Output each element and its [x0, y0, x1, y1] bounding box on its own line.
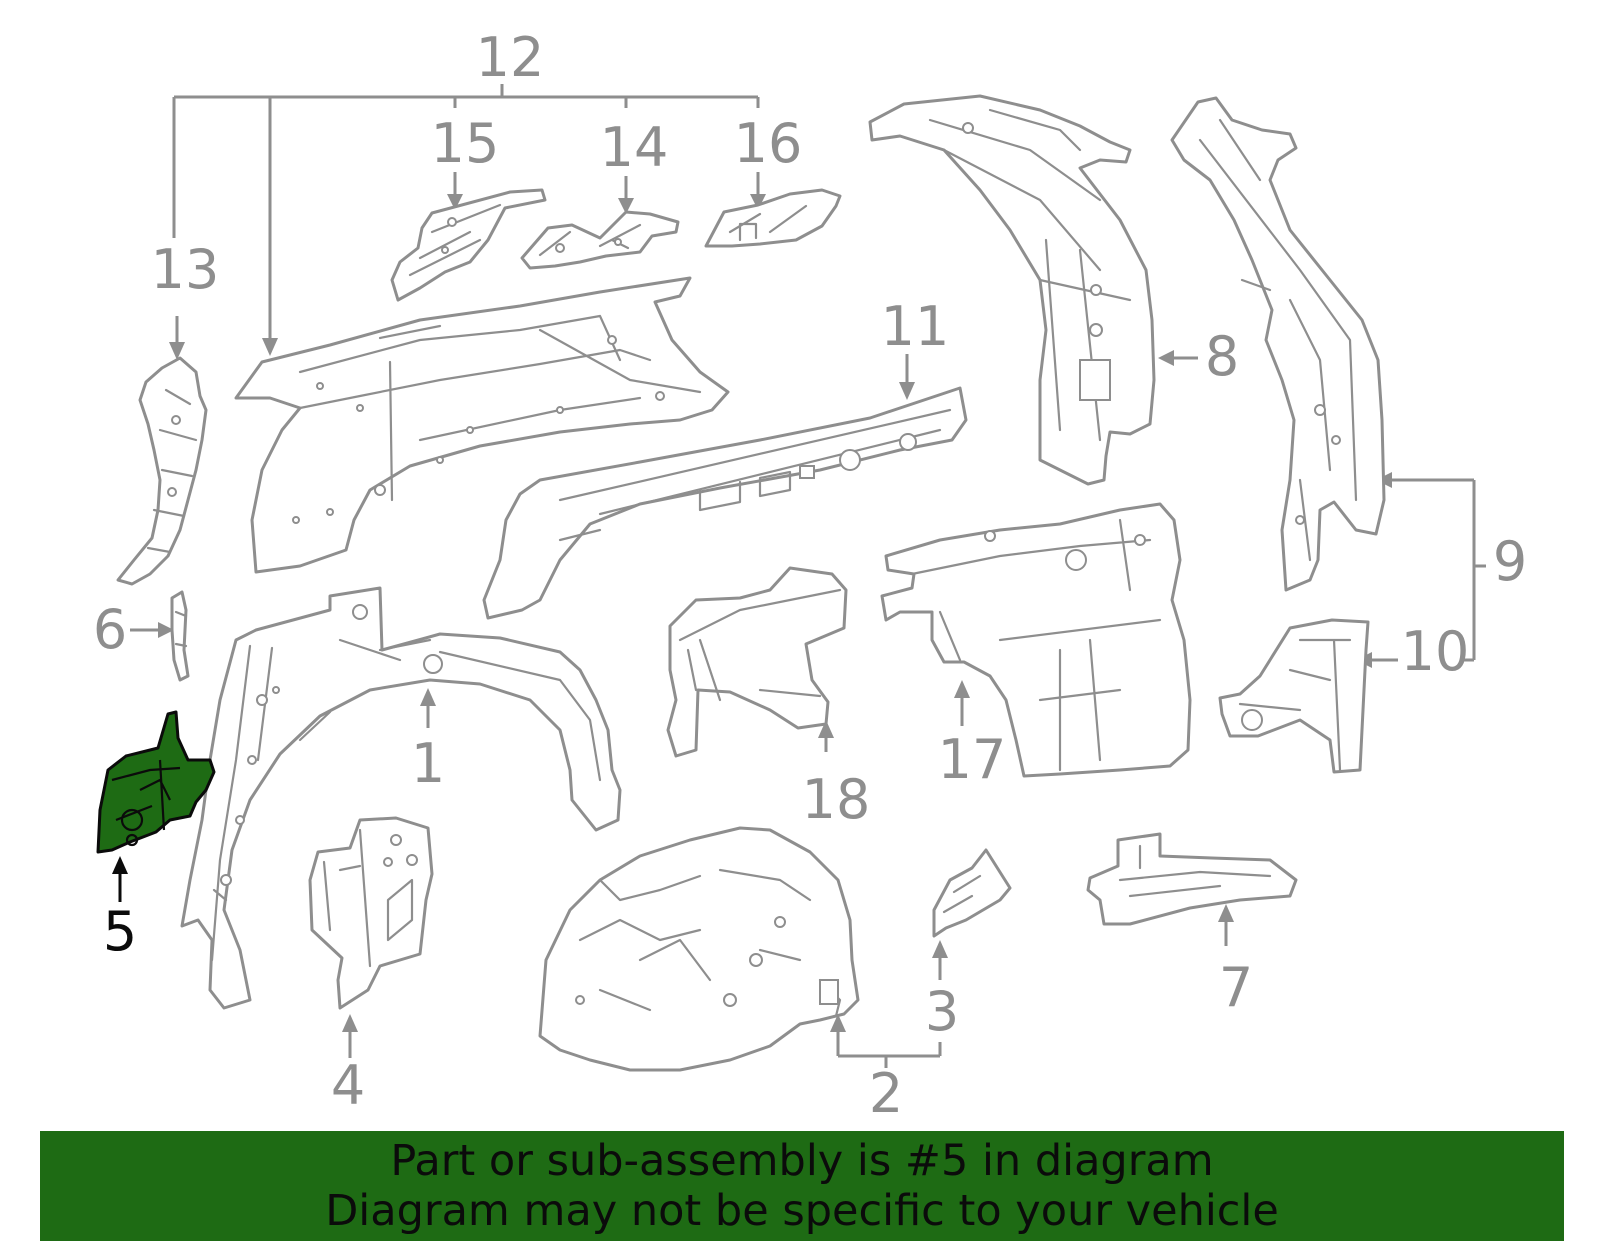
banner-line-2: Diagram may not be specific to your vehi… [325, 1186, 1279, 1236]
part-1-wheelhouse-outer [180, 586, 622, 1010]
callout-6: 6 [93, 598, 127, 661]
part-2-wheelhouse-inner [538, 826, 860, 1072]
part-15-bracket [390, 188, 547, 302]
callout-2: 2 [869, 1062, 903, 1125]
part-14-bracket [520, 210, 680, 270]
part-3-bracket [932, 848, 1012, 938]
leader-3 [932, 940, 948, 980]
info-banner: Part or sub-assembly is #5 in diagram Di… [40, 1131, 1564, 1241]
part-4-bracket [308, 816, 434, 1010]
callout-18: 18 [802, 768, 871, 831]
callout-17: 17 [938, 728, 1007, 791]
callout-10: 10 [1401, 620, 1470, 683]
callout-7: 7 [1219, 956, 1253, 1019]
leader-18 [818, 720, 834, 752]
part-12-quarter-inner-upper [234, 276, 730, 574]
leader-17 [954, 680, 970, 726]
part-18-bracket [666, 566, 848, 758]
part-13-pillar-reinforcement [116, 356, 208, 586]
leader-6 [130, 622, 174, 638]
callout-15: 15 [431, 112, 500, 175]
part-7-bracket [1086, 832, 1298, 926]
part-5-bracket-highlighted [96, 710, 216, 854]
banner-line-1: Part or sub-assembly is #5 in diagram [390, 1136, 1214, 1186]
callout-4: 4 [331, 1054, 365, 1117]
callout-16: 16 [734, 112, 803, 175]
callout-14: 14 [600, 116, 669, 179]
part-10-bracket [1218, 618, 1370, 774]
callout-12: 12 [476, 26, 545, 89]
callout-9: 9 [1493, 530, 1527, 593]
part-9-pillar [1170, 96, 1386, 592]
leader-7 [1218, 904, 1234, 946]
callout-11: 11 [881, 295, 950, 358]
part-6-bracket [170, 590, 190, 682]
part-17-panel [880, 502, 1192, 778]
leader-12 [172, 84, 760, 356]
leader-2-3 [830, 1014, 942, 1068]
part-11-rail [482, 386, 968, 620]
leader-5 [112, 856, 128, 902]
leader-1 [420, 688, 436, 728]
leader-13 [169, 316, 185, 360]
leader-16 [750, 172, 766, 210]
leader-15 [447, 172, 463, 210]
leader-11 [899, 354, 915, 400]
callout-13: 13 [151, 238, 220, 301]
leader-8 [1158, 350, 1198, 366]
callout-5: 5 [103, 900, 137, 963]
part-8-pillar [868, 94, 1156, 486]
callout-3: 3 [925, 980, 959, 1043]
leader-14 [618, 176, 634, 214]
part-16-bracket [704, 188, 842, 248]
callout-1: 1 [411, 732, 445, 795]
callout-8: 8 [1205, 325, 1239, 388]
leader-4 [342, 1014, 358, 1058]
